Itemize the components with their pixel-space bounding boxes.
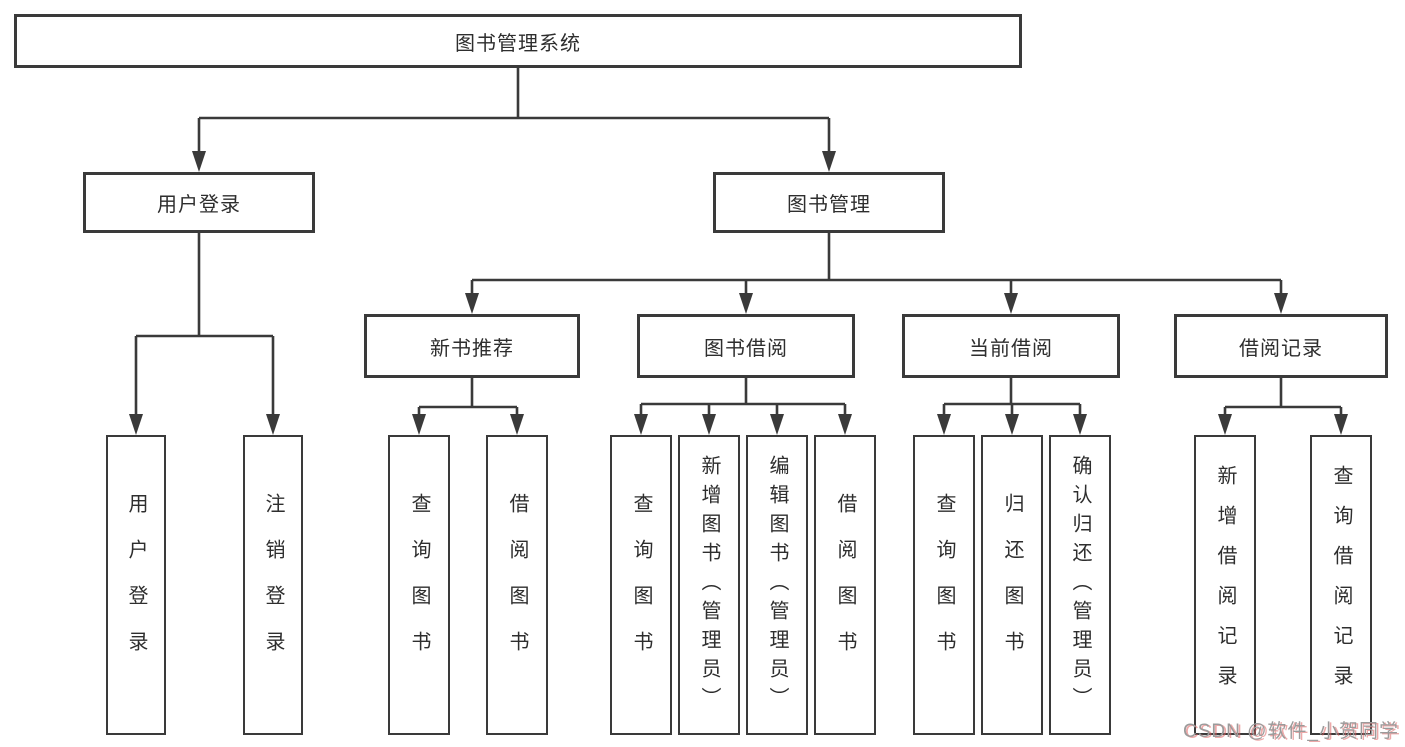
leaf-label: 编辑图书（管理员） [766,454,788,716]
node-edit-books-admin: 编辑图书（管理员） [746,435,808,735]
node-current-borrow: 当前借阅 [902,314,1120,378]
node-book-borrow: 图书借阅 [637,314,855,378]
node-user-login-action: 用户登录 [106,435,166,735]
csdn-watermark: CSDN @软件_小贺同学 [1183,721,1399,742]
leaf-label: 归还图书 [1001,493,1023,677]
node-logout-action: 注销登录 [243,435,303,735]
leaf-label: 借阅图书 [506,493,528,677]
node-borrow-books: 借阅图书 [486,435,548,735]
leaf-label: 用户登录 [125,493,147,677]
leaf-label: 确认归还（管理员） [1069,454,1091,716]
node-return-books: 归还图书 [981,435,1043,735]
node-query-books: 查询图书 [388,435,450,735]
leaf-label: 借阅图书 [834,493,856,677]
node-borrow-records: 借阅记录 [1174,314,1388,378]
leaf-label: 查询借阅记录 [1330,465,1352,705]
leaf-label: 注销登录 [262,493,284,677]
node-query-books-3: 查询图书 [913,435,975,735]
leaf-label: 查询图书 [933,493,955,677]
node-add-books-admin: 新增图书（管理员） [678,435,740,735]
node-confirm-return-admin: 确认归还（管理员） [1049,435,1111,735]
arrowheads [129,151,1348,435]
node-root-system: 图书管理系统 [14,14,1022,68]
leaf-label: 新增图书（管理员） [698,454,720,716]
node-add-borrow-record: 新增借阅记录 [1194,435,1256,735]
node-book-management: 图书管理 [713,172,945,233]
node-user-login: 用户登录 [83,172,315,233]
leaf-label: 查询图书 [630,493,652,677]
node-query-books-2: 查询图书 [610,435,672,735]
node-borrow-books-2: 借阅图书 [814,435,876,735]
leaf-label: 查询图书 [408,493,430,677]
node-new-book-recommend: 新书推荐 [364,314,580,378]
node-query-borrow-record: 查询借阅记录 [1310,435,1372,735]
leaf-label: 新增借阅记录 [1214,465,1236,705]
